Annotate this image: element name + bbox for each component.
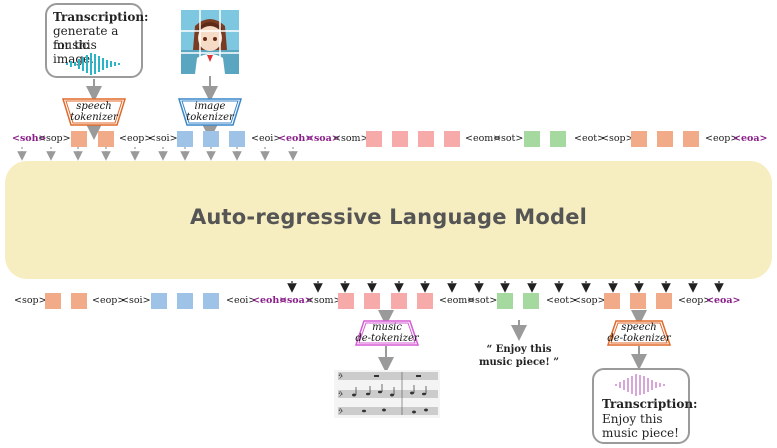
token-eot: <eot> — [546, 295, 578, 306]
token-eoh: <eoh> — [252, 295, 288, 306]
music-token — [444, 131, 460, 147]
token-eoi: <eoi> — [226, 295, 257, 306]
speech-token — [604, 293, 620, 309]
speech-tokenizer-shape — [62, 98, 126, 126]
image-token — [177, 293, 193, 309]
image-token — [151, 293, 167, 309]
text-token — [550, 131, 566, 147]
image-tokenizer-shape — [178, 98, 242, 126]
svg-text:𝄢: 𝄢 — [338, 391, 343, 400]
token-soh: <soh> — [12, 133, 47, 144]
token-sop: <sop> — [14, 295, 47, 306]
input-transcription-line-1: generate a music — [53, 24, 119, 52]
token-sop: <sop> — [38, 133, 71, 144]
speech-detokenizer-shape — [607, 320, 671, 346]
waveform-icon — [66, 53, 120, 75]
speech-token — [71, 293, 87, 309]
token-eoa: <eoa> — [733, 133, 768, 144]
waveform-icon — [615, 374, 665, 396]
speech-token — [71, 131, 87, 147]
output-transcription-line-2: music piece! — [602, 426, 679, 440]
image-token — [203, 131, 219, 147]
speech-token — [631, 131, 647, 147]
token-sop: <sop> — [573, 295, 606, 306]
sheet-music-icon: 𝄢 𝄢 𝄢 — [334, 370, 440, 418]
output-transcription-title: Transcription: — [602, 397, 698, 411]
music-token — [366, 131, 382, 147]
token-eom: <eom> — [465, 133, 502, 144]
text-token — [524, 131, 540, 147]
token-sop: <sop> — [601, 133, 634, 144]
image-token — [229, 131, 245, 147]
token-eom: <eom> — [439, 295, 476, 306]
music-token — [392, 131, 408, 147]
speech-token — [98, 131, 114, 147]
svg-text:𝄢: 𝄢 — [338, 408, 343, 417]
input-transcription-title: Transcription: — [53, 10, 149, 24]
svg-text:𝄢: 𝄢 — [338, 373, 343, 382]
input-transcription-bubble: Transcription: generate a music for this… — [45, 3, 148, 78]
text-token — [523, 293, 539, 309]
speech-token — [656, 293, 672, 309]
token-soi: <soi> — [121, 295, 151, 306]
token-soa: <soa> — [279, 295, 313, 306]
music-token — [417, 293, 433, 309]
music-token — [364, 293, 380, 309]
output-transcription-line-1: Enjoy this — [602, 412, 663, 426]
token-soa: <soa> — [306, 133, 340, 144]
language-model-label: Auto-regressive Language Model — [189, 205, 588, 229]
token-sot: <sot> — [493, 133, 524, 144]
token-soi: <soi> — [148, 133, 178, 144]
token-som: <som> — [306, 295, 342, 306]
image-token — [177, 131, 193, 147]
token-eot: <eot> — [574, 133, 606, 144]
text-token — [497, 293, 513, 309]
speech-token — [45, 293, 61, 309]
speech-token — [630, 293, 646, 309]
token-som: <som> — [333, 133, 369, 144]
music-token — [338, 293, 354, 309]
anime-image-icon — [181, 10, 239, 74]
token-eoh: <eoh> — [278, 133, 314, 144]
music-token — [418, 131, 434, 147]
token-eoa: <eoa> — [706, 295, 741, 306]
music-detokenizer-shape — [355, 320, 419, 346]
token-eop: <eop> — [705, 133, 739, 144]
token-eoi: <eoi> — [251, 133, 282, 144]
token-eop: <eop> — [678, 295, 712, 306]
output-transcription-bubble: Transcription: Enjoy this music piece! — [592, 368, 697, 444]
token-eop: <eop> — [92, 295, 126, 306]
token-eop: <eop> — [119, 133, 153, 144]
speech-token — [657, 131, 673, 147]
speech-token — [683, 131, 699, 147]
language-model-block: Auto-regressive Language Model — [5, 161, 772, 279]
token-sot: <sot> — [467, 295, 498, 306]
music-token — [391, 293, 407, 309]
image-token — [203, 293, 219, 309]
